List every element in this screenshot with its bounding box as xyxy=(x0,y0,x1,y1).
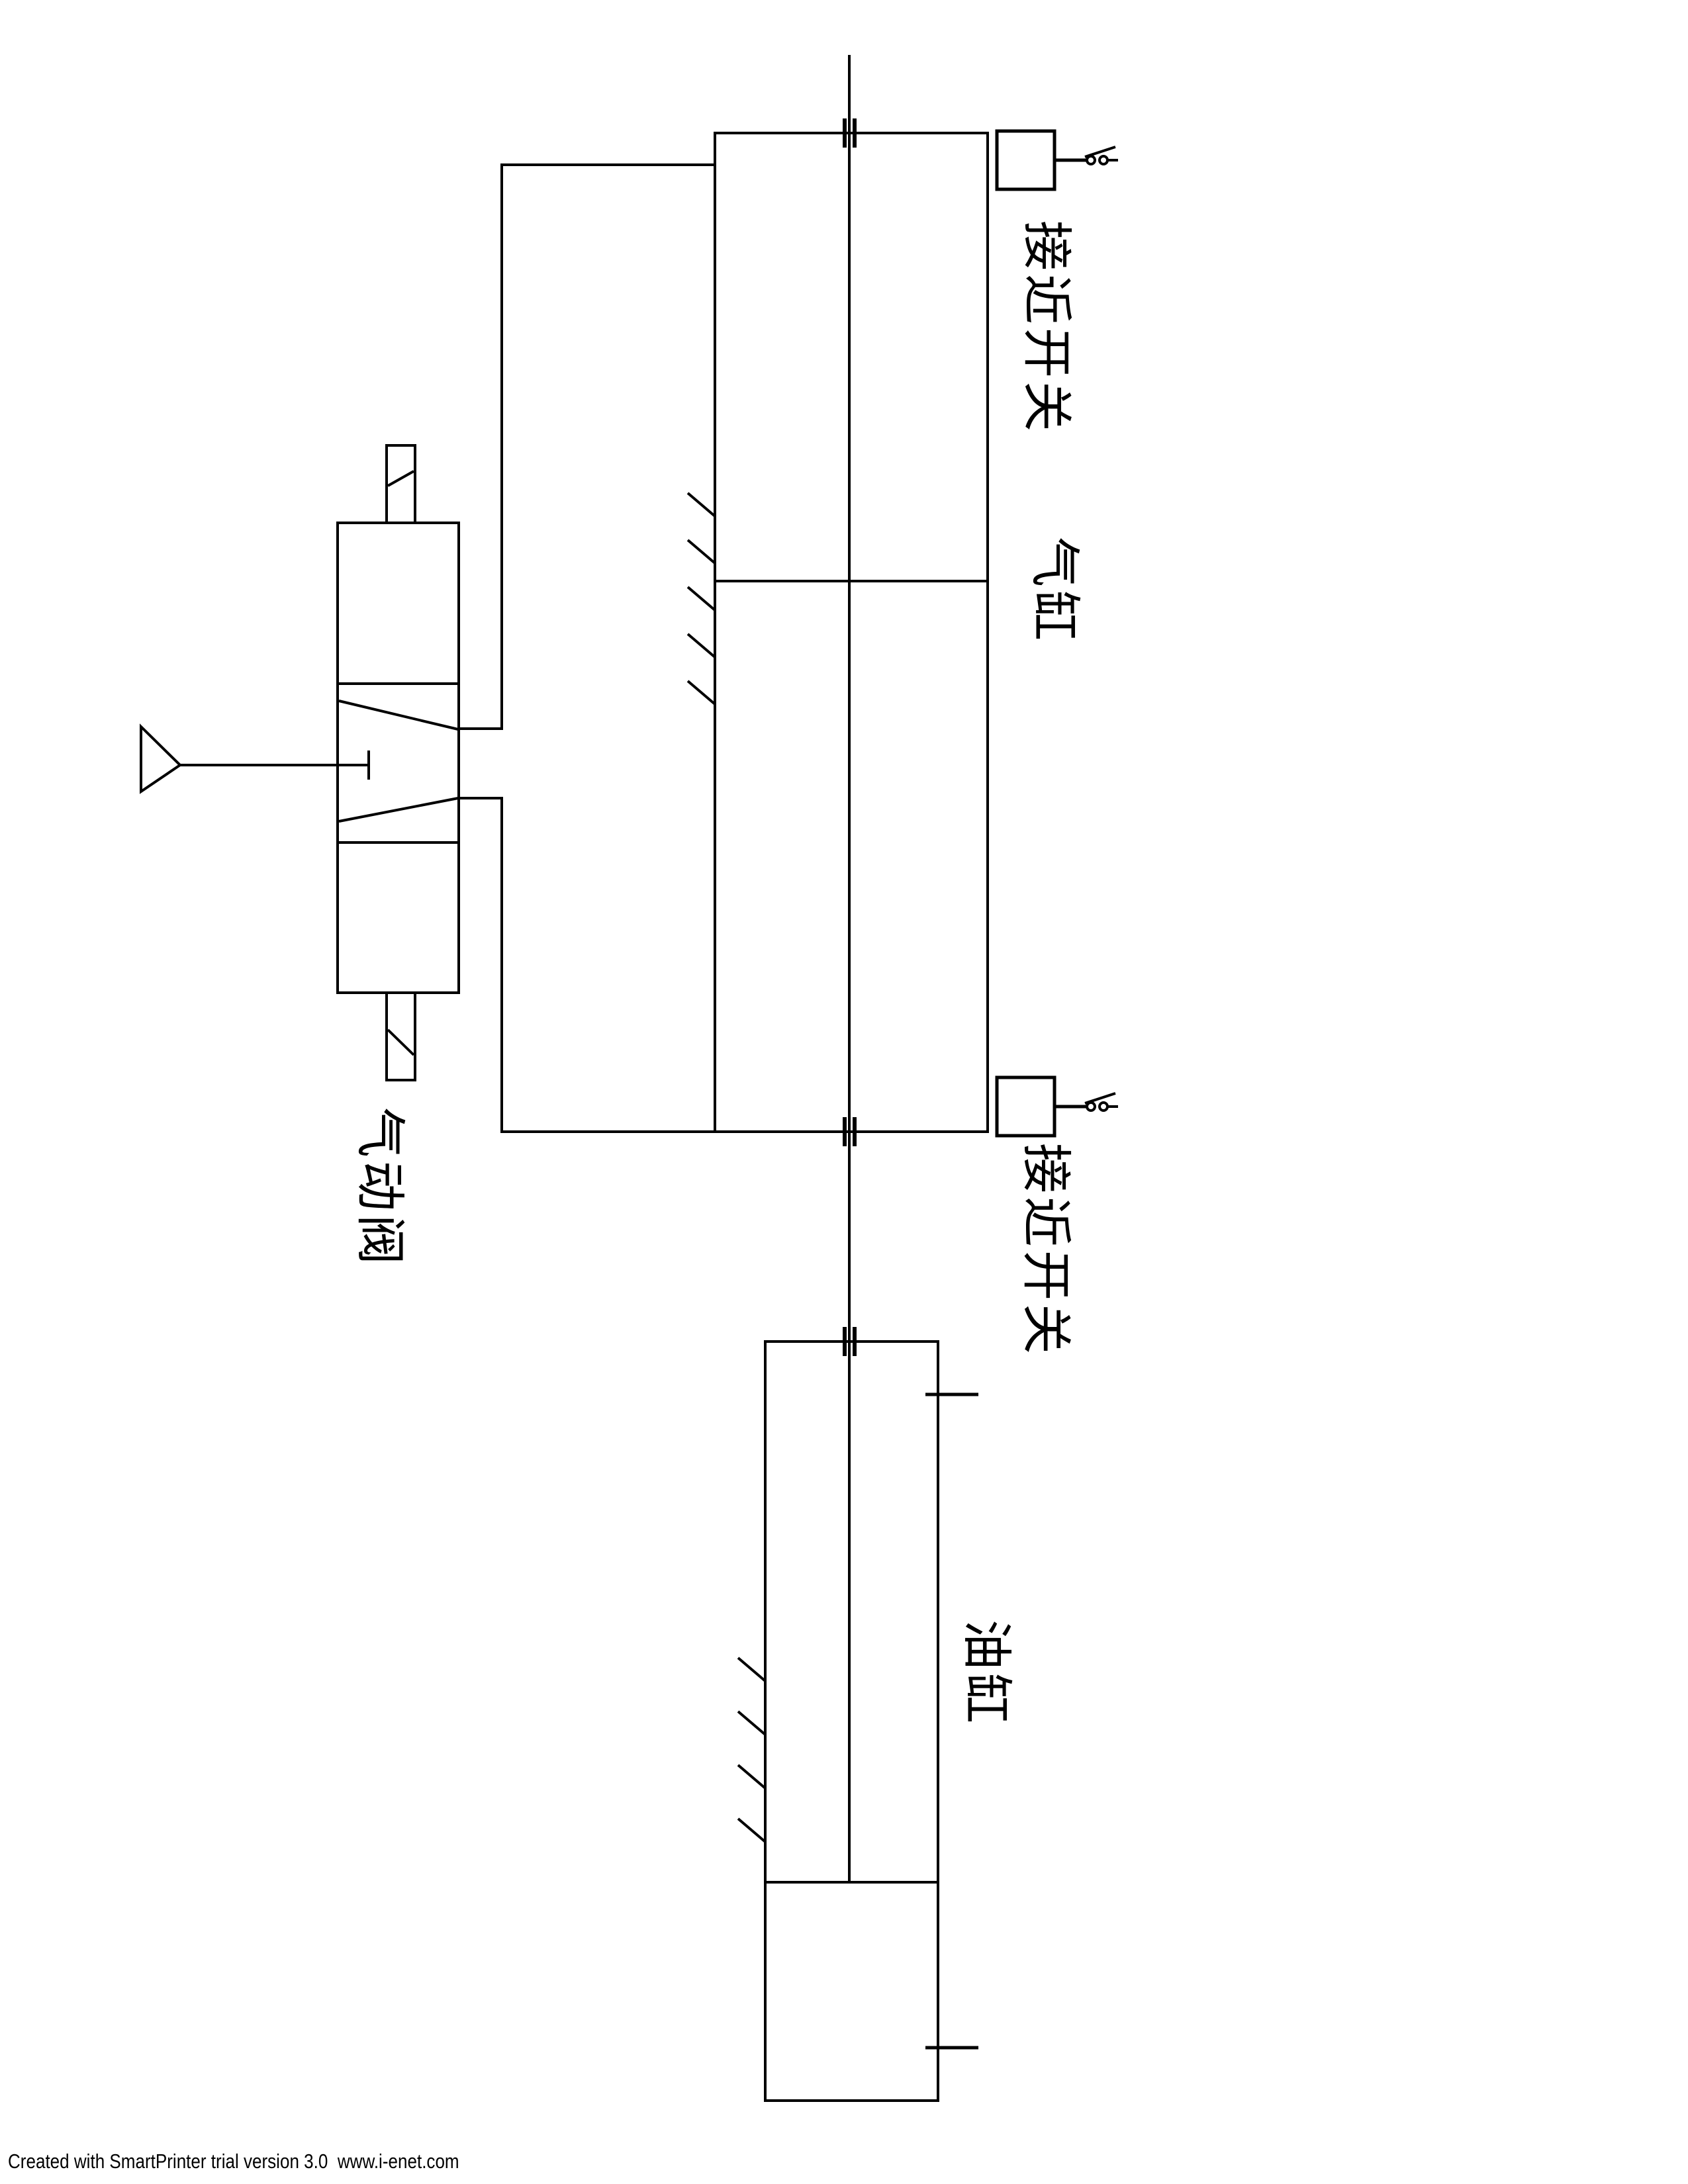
contact-terminal-icon xyxy=(1086,1101,1096,1112)
proximity-switch-top xyxy=(995,129,1118,191)
oil-cylinder xyxy=(737,1327,978,2102)
port-slash-icon xyxy=(387,1028,415,1056)
proximity-switch-label-bottom: 接近开关 xyxy=(1017,1143,1076,1357)
proximity-switch-label-top: 接近开关 xyxy=(1017,220,1076,435)
valve-flow-path xyxy=(338,700,459,731)
valve-port-bottom xyxy=(385,991,416,1081)
contact-blade-icon xyxy=(1084,146,1116,158)
air-cylinder-outline xyxy=(714,132,989,1133)
oil-cylinder-outline xyxy=(764,1340,939,2102)
contact-terminal-icon xyxy=(1086,155,1096,165)
pneumatic-valve-label: 气动阀 xyxy=(351,1107,410,1268)
pilot-actuator xyxy=(140,723,370,794)
air-line-bottom xyxy=(459,797,715,1133)
oil-cylinder-label: 油缸 xyxy=(957,1619,1016,1727)
mounting-hatch-icon xyxy=(686,492,716,705)
contact-terminal-icon xyxy=(1098,155,1109,165)
exhaust-triangle-icon xyxy=(140,723,183,794)
air-cylinder-label: 气缸 xyxy=(1025,537,1084,644)
contact-blade-icon xyxy=(1084,1092,1116,1105)
air-lines xyxy=(459,163,715,1133)
rod-seal-icon xyxy=(843,118,857,148)
rod-seal-icon xyxy=(843,1327,857,1356)
valve-port-top xyxy=(385,444,416,524)
pneumatic-valve xyxy=(140,444,460,1081)
valve-body xyxy=(336,522,460,994)
mounting-hatch-icon xyxy=(737,1657,767,1843)
switch-body xyxy=(995,1075,1056,1138)
proximity-switch-bottom xyxy=(995,1075,1118,1138)
air-line-top xyxy=(459,163,715,730)
port-slash-icon xyxy=(387,470,414,487)
switch-body xyxy=(995,129,1056,191)
contact-terminal-icon xyxy=(1098,1101,1109,1112)
valve-flow-path xyxy=(338,797,459,823)
air-cylinder xyxy=(686,118,989,1146)
watermark-text: Created with SmartPrinter trial version … xyxy=(8,2150,459,2173)
rod-seal-icon xyxy=(843,1117,857,1146)
